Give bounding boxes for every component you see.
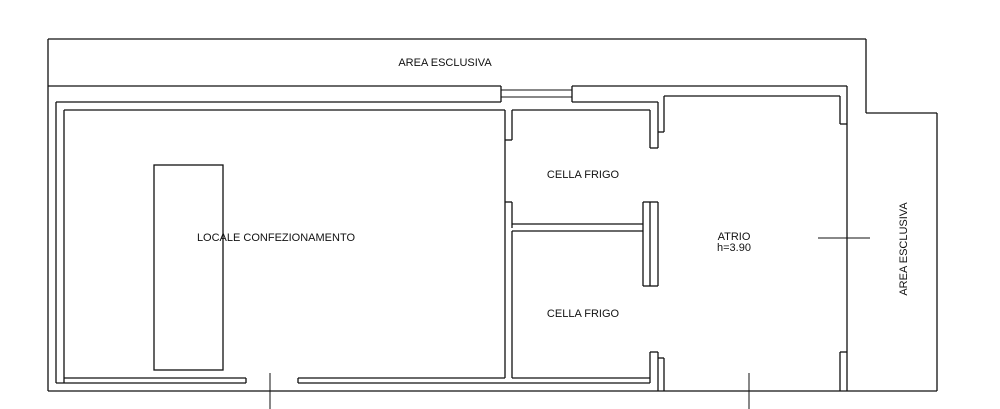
exclusive-area-top-label: AREA ESCLUSIVA — [398, 57, 492, 69]
atrium-height-label: h=3.90 — [717, 242, 751, 254]
entrance-axis-marks — [269, 237, 870, 409]
building-outer-wall — [47, 85, 937, 392]
atrium-walls — [658, 95, 847, 391]
packaging-room-label: LOCALE CONFEZIONAMENTO — [197, 232, 356, 244]
packaging-room-walls — [56, 109, 650, 384]
exclusive-area-right-label: AREA ESCLUSIVA — [898, 202, 910, 296]
exclusive-area-boundary — [47, 38, 938, 391]
atrium-label: ATRIO — [718, 231, 751, 243]
cold-room-upper-label: CELLA FRIGO — [547, 169, 620, 181]
cold-rooms-walls — [505, 102, 659, 391]
cold-room-lower-label: CELLA FRIGO — [547, 308, 620, 320]
top-wall-opening — [500, 86, 573, 102]
work-table — [153, 164, 224, 371]
